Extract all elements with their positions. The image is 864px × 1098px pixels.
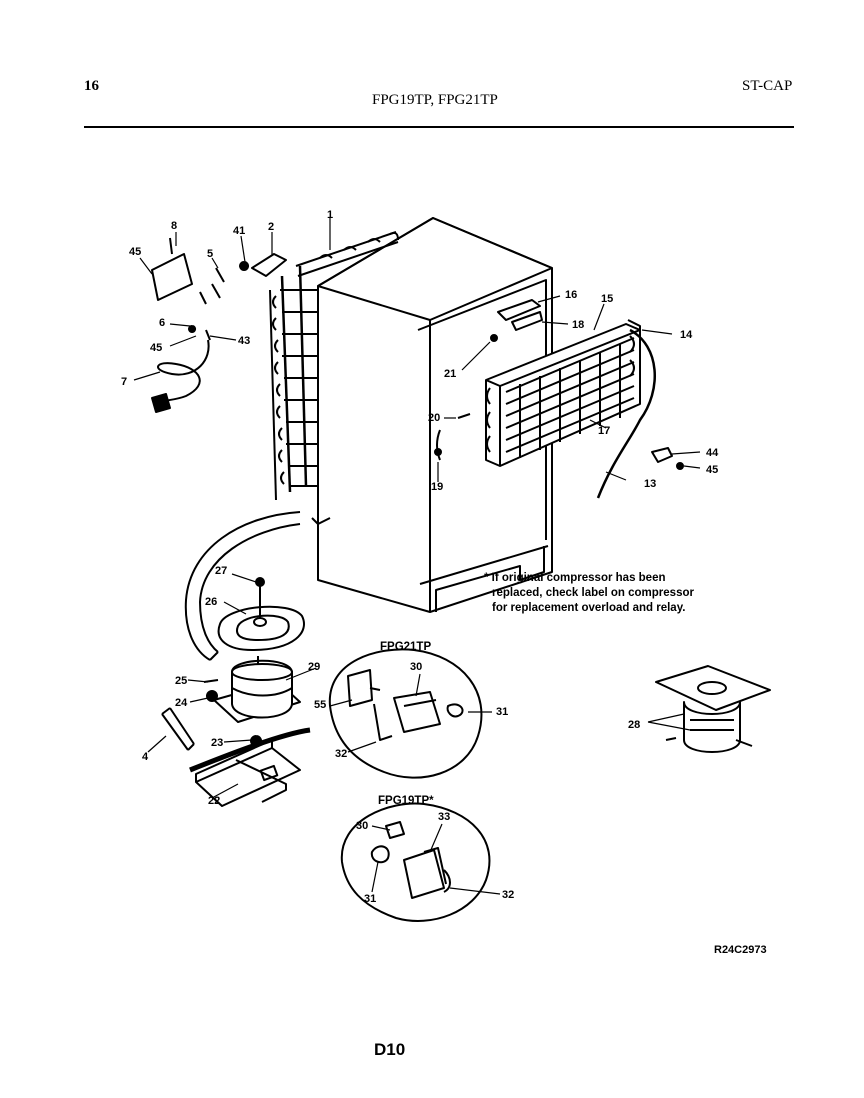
callout-28: 28	[628, 719, 640, 731]
callout-18: 18	[572, 319, 584, 331]
callout-8: 8	[171, 220, 177, 232]
compressor-drawing	[213, 656, 301, 723]
note-line-2: replaced, check label on compressor	[492, 587, 694, 599]
callout-17: 17	[598, 425, 610, 437]
callout-25: 25	[175, 675, 187, 687]
detail-title-fpg19tp: FPG19TP*	[378, 795, 434, 807]
power-cord-drawing	[151, 339, 210, 413]
callout-32-fpg19tp: 32	[502, 889, 514, 901]
defrost-timer-drawing	[655, 665, 771, 753]
model-numbers: FPG19TP, FPG21TP	[372, 92, 498, 108]
page-number: 16	[84, 78, 99, 94]
callout-26: 26	[205, 596, 217, 608]
callout-41: 41	[233, 225, 245, 237]
callout-27: 27	[215, 565, 227, 577]
callout-45-top: 45	[129, 246, 141, 258]
callout-33: 33	[438, 811, 450, 823]
callout-43: 43	[238, 335, 250, 347]
callout-7: 7	[121, 376, 127, 388]
callout-22: 22	[208, 795, 220, 807]
callout-15: 15	[601, 293, 613, 305]
cabinet-drawing	[311, 217, 553, 613]
callout-31-fpg21tp: 31	[496, 706, 508, 718]
note-line-1: * If original compressor has been	[484, 572, 666, 584]
drier-drawing	[161, 707, 195, 751]
callout-labels: 1 2 4 5 6 7 8 13 14 15 16 17 18 19 19 20…	[121, 209, 719, 905]
detail-title-fpg21tp: FPG21TP	[380, 641, 431, 653]
callout-2: 2	[268, 221, 274, 233]
drain-pan-drawing	[189, 727, 311, 807]
callout-30-fpg19tp: 30	[356, 820, 368, 832]
callout-32-fpg21tp: 32	[335, 748, 347, 760]
drawing-reference: R24C2973	[714, 944, 767, 956]
grommet-drawing	[217, 605, 305, 651]
callout-24: 24	[175, 697, 188, 709]
condenser-drawing	[269, 231, 399, 501]
detail-fpg21tp-drawing	[328, 648, 483, 779]
callout-19-lower: 19	[431, 481, 443, 493]
callout-1: 1	[327, 209, 333, 221]
callout-44: 44	[706, 447, 719, 459]
callout-14: 14	[680, 329, 693, 341]
page-footer-code: D10	[374, 1040, 406, 1059]
callout-16: 16	[565, 289, 577, 301]
callout-45-left: 45	[150, 342, 162, 354]
callout-20: 20	[428, 412, 440, 424]
callout-45-right: 45	[706, 464, 718, 476]
callout-4: 4	[142, 751, 149, 763]
evaporator-drawing	[485, 299, 656, 499]
callout-55: 55	[314, 699, 326, 711]
detail-fpg19tp-drawing	[340, 802, 491, 922]
callout-23: 23	[211, 737, 223, 749]
callout-6: 6	[159, 317, 165, 329]
callout-29: 29	[308, 661, 320, 673]
callout-5: 5	[207, 248, 213, 260]
header-rule	[84, 126, 794, 128]
callout-13: 13	[644, 478, 656, 490]
tubing-drawing	[184, 511, 301, 661]
callout-31-fpg19tp: 31	[364, 893, 376, 905]
callout-30-fpg21tp: 30	[410, 661, 422, 673]
callout-21: 21	[444, 368, 456, 380]
section-code: ST-CAP	[742, 78, 793, 94]
note-line-3: for replacement overload and relay.	[492, 602, 685, 614]
